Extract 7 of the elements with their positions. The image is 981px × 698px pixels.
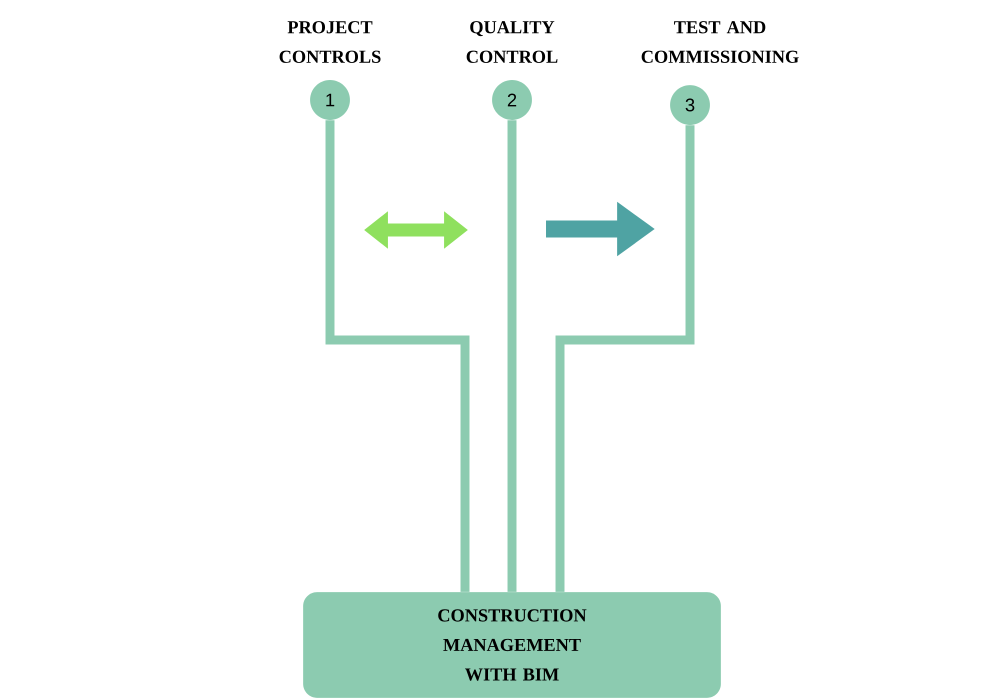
process-box: CONSTRUCTION MANAGEMENT WITH BIM xyxy=(303,592,721,698)
connector-line xyxy=(556,125,694,592)
heading-text: PROJECT CONTROLS xyxy=(280,21,381,63)
connector-line xyxy=(508,120,516,592)
connector-line xyxy=(326,120,470,592)
heading-text: QUALITY CONTROL xyxy=(466,21,558,63)
heading-text: TEST AND COMMISSIONING xyxy=(642,21,799,63)
